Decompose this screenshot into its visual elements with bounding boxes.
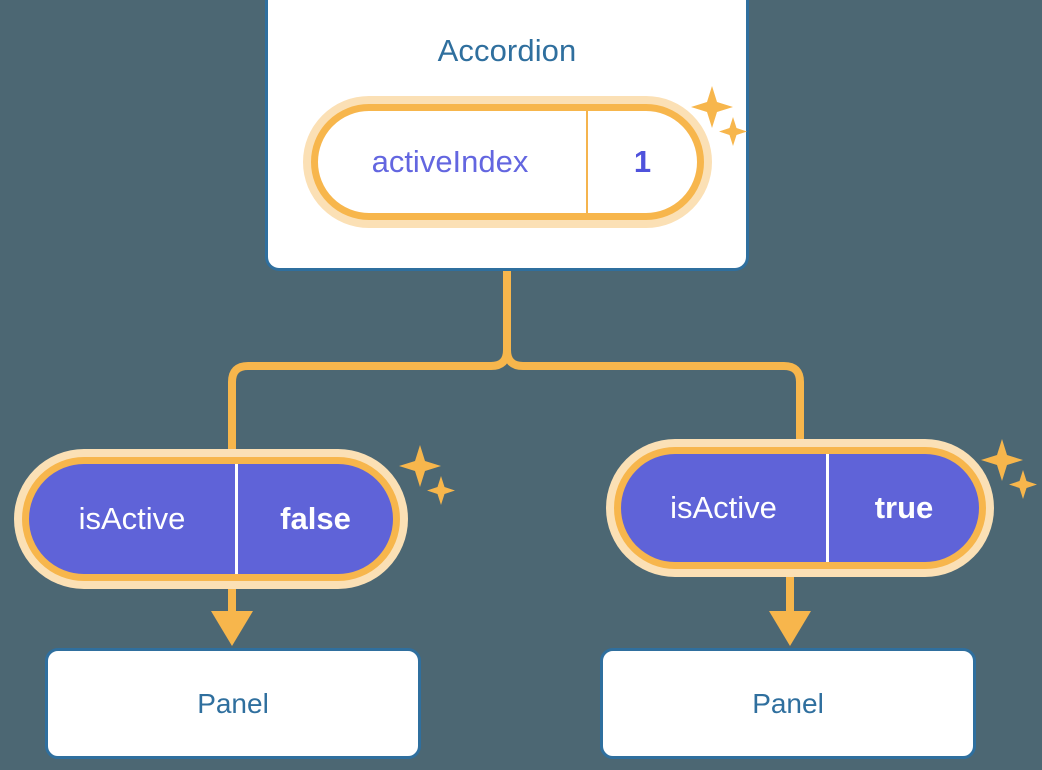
prop-pill-key: isActive <box>670 490 777 525</box>
state-pill-key: activeIndex <box>371 144 529 179</box>
page-title: Accordion <box>437 33 577 68</box>
sparkle-icon-large <box>399 445 441 487</box>
sparkle-icon-left-pill <box>398 443 458 518</box>
prop-pill-value: false <box>235 464 393 574</box>
arrow-down-icon-left <box>211 581 253 646</box>
sparkle-icon-small <box>1009 470 1037 499</box>
panel-title: Panel <box>752 687 824 719</box>
prop-pill-is-active-true[interactable]: isActive true <box>614 447 986 569</box>
prop-pill-value: true <box>826 454 979 562</box>
prop-pill-is-active-false[interactable]: isActive false <box>22 457 400 581</box>
panel-component-card-right[interactable]: Panel <box>600 648 976 759</box>
state-pill-active-index[interactable]: activeIndex 1 <box>311 104 704 220</box>
panel-title: Panel <box>197 687 269 719</box>
connector-right-branch <box>503 267 804 451</box>
sparkle-icon-small <box>427 476 455 505</box>
sparkle-icon-large <box>981 439 1023 481</box>
arrow-down-icon-right <box>769 569 811 646</box>
sparkle-icon-right-pill <box>980 437 1040 512</box>
prop-pill-key: isActive <box>78 501 186 536</box>
connector-left-branch <box>228 267 511 461</box>
panel-component-card-left[interactable]: Panel <box>45 648 421 759</box>
state-pill-value: 1 <box>586 111 697 213</box>
